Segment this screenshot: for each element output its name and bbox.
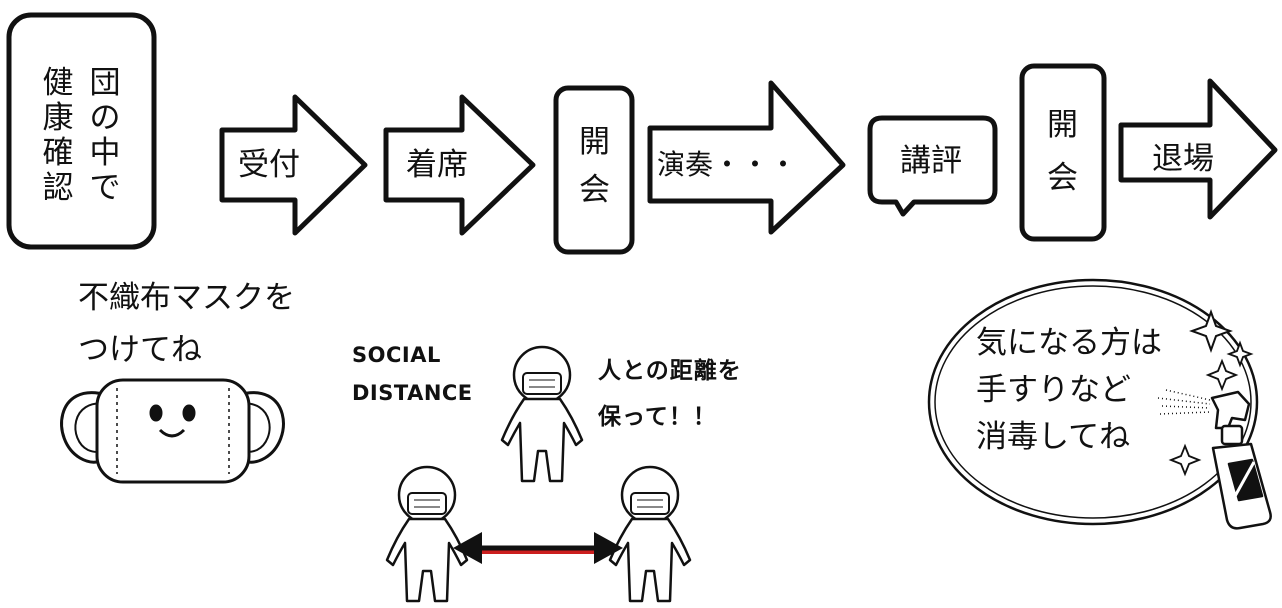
step-performance: 演奏・・・ [657,148,798,181]
person-right [608,465,692,603]
step-closing-1: 開 [1047,107,1078,143]
person-left [385,465,469,603]
health-check-col-2: 健康確認 [42,65,74,206]
closing-box [1019,63,1107,242]
step-closing-2: 会 [1047,160,1078,196]
arrow-performance [647,80,846,235]
arrow-exit [1118,78,1278,220]
health-check-box [6,12,157,250]
arrow-reception [219,94,368,236]
step-exit: 退場 [1152,141,1214,177]
disinfect-note: 気になる方は 手すりなど 消毒してね [976,325,1162,455]
social-distance-title: SOCIAL DISTANCE [352,343,473,405]
review-bubble [867,115,998,217]
arrow-seating [383,94,536,236]
step-seating: 着席 [406,147,468,183]
health-check-col-1: 団の中で [89,65,121,206]
distance-arrow [453,532,623,564]
opening-box [553,85,635,255]
step-opening-1: 開 [579,124,610,160]
mask-note: 不織布マスクを つけてね [78,280,295,368]
person-top [500,345,584,483]
disinfect-illustration [927,278,1272,530]
mask-illustration [60,378,285,484]
step-reception: 受付 [238,147,300,183]
distance-note: 人との距離を 保って！！ [598,358,742,430]
step-review: 講評 [900,143,962,179]
step-opening-2: 会 [579,172,610,208]
